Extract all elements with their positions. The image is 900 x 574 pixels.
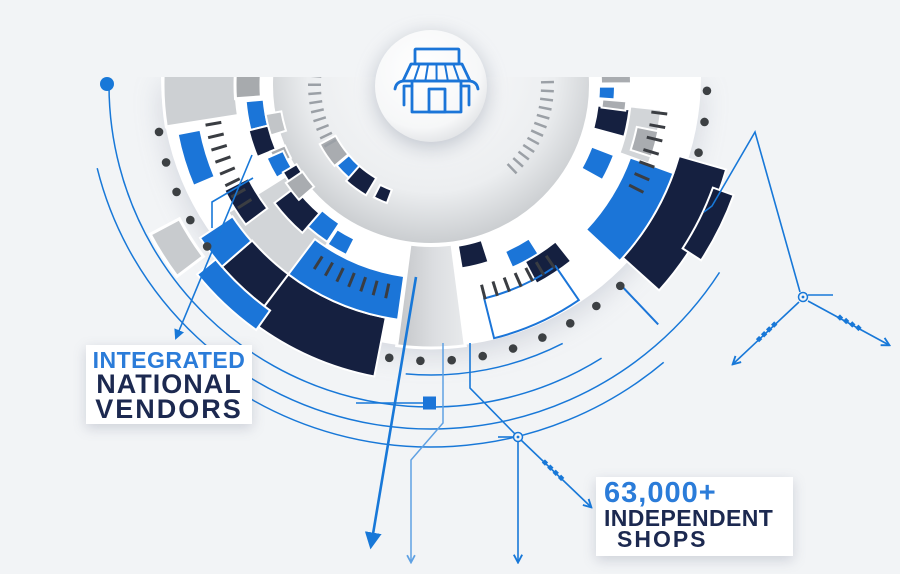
shops-line3: SHOPS [617, 526, 708, 553]
shops-line1: 63,000+ [604, 477, 717, 509]
vendors-line1: INTEGRATED [92, 347, 246, 373]
tick-comb [307, 77, 337, 148]
shops-line2: INDEPENDENT [604, 504, 774, 531]
tick-comb [480, 254, 556, 300]
vendors-line3: VENDORS [95, 394, 243, 425]
storefront-icon [393, 47, 480, 114]
vendors-line2: NATIONAL [96, 368, 242, 399]
shops-card: 63,000+ INDEPENDENT SHOPS [596, 477, 793, 556]
storefront-badge [375, 30, 487, 142]
tick-comb [506, 80, 554, 175]
vendors-card: INTEGRATED NATIONAL VENDORS [86, 345, 252, 424]
tick-comb [628, 110, 668, 194]
